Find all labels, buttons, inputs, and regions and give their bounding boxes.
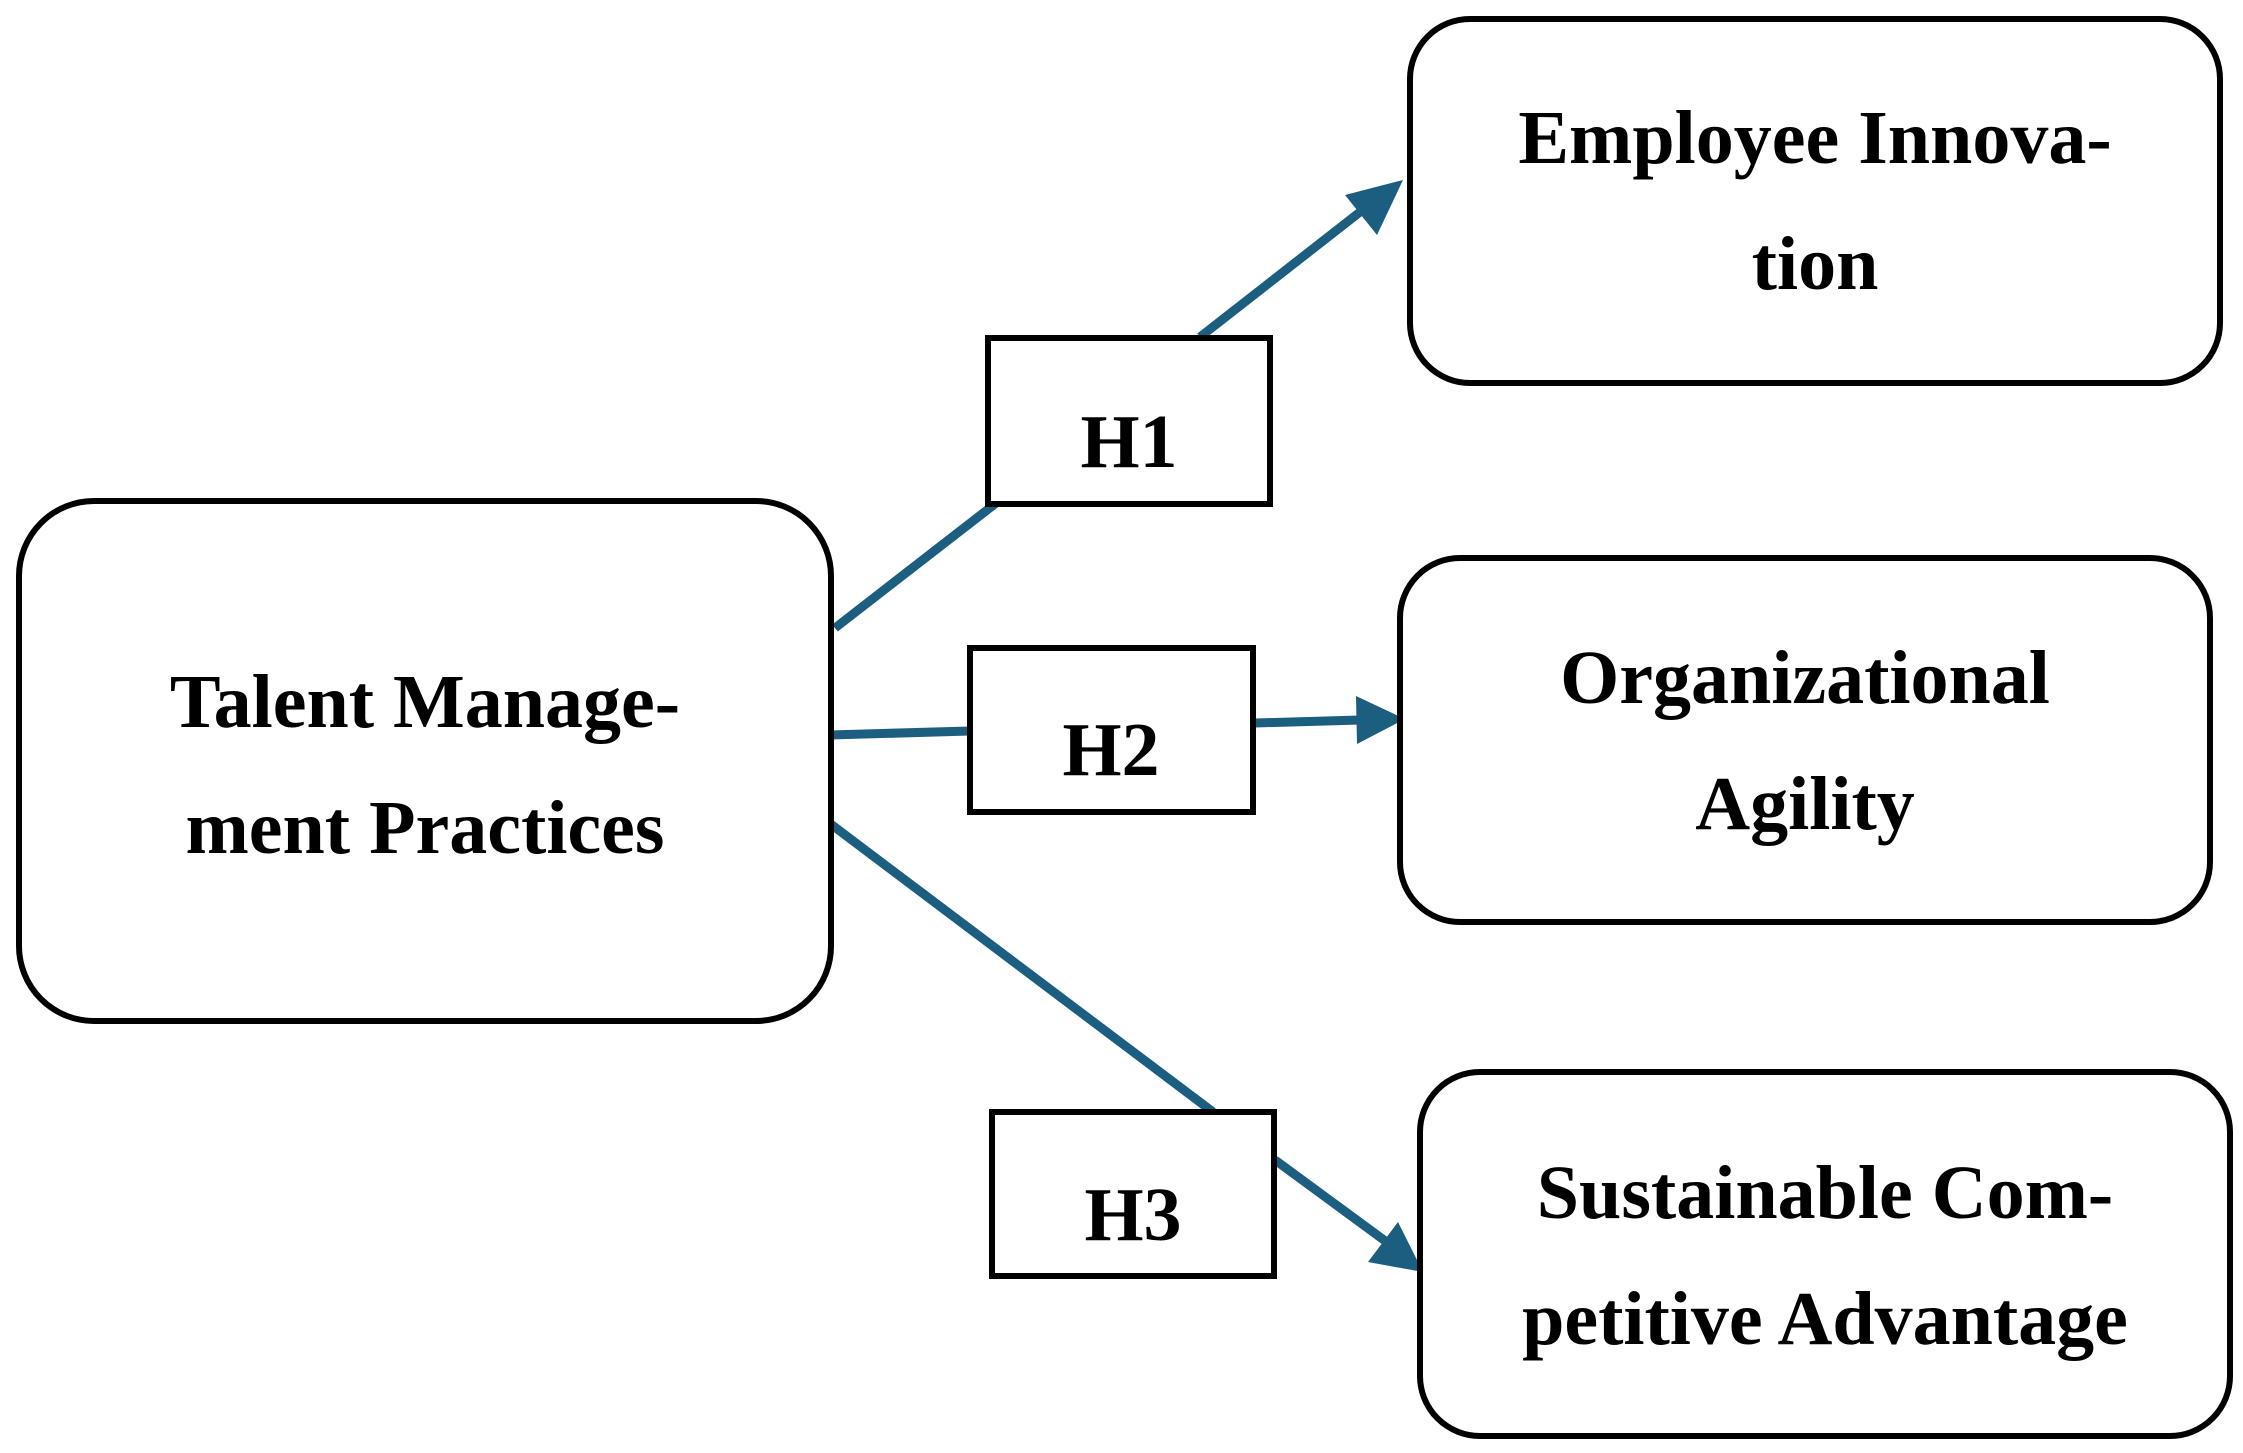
connector-h1-out (1197, 208, 1363, 341)
arrowhead-h1 (1345, 180, 1403, 235)
source-node-box (16, 498, 834, 1024)
hypothesis-h2-box (967, 645, 1256, 815)
target-node-2-label-line-1: Organizational (1560, 636, 2050, 720)
connector-h2-out (1254, 715, 1361, 728)
hypothesis-h1: H1 (985, 335, 1273, 507)
hypothesis-h2: H2 (967, 645, 1256, 815)
source-node-label-line-2: ment Practices (186, 786, 665, 870)
arrowhead-h3 (1368, 1222, 1423, 1272)
source-node-label-line-1: Talent Manage- (170, 660, 680, 744)
hypothesis-h3-box (989, 1109, 1277, 1279)
connector-h2-in (829, 726, 971, 740)
target-node-sustainable-competitive-advantage: Sustainable Com- petitive Advantage (1417, 1069, 2233, 1439)
source-node: Talent Manage- ment Practices (16, 498, 834, 1024)
hypothesis-h1-label: H1 (1080, 400, 1177, 484)
hypothesis-h1-box (985, 335, 1273, 507)
target-node-1-box (1407, 16, 2223, 386)
target-node-2-label-line-2: Agility (1695, 762, 1915, 846)
connector-h3-in (825, 818, 1216, 1116)
hypothesis-h3: H3 (989, 1109, 1277, 1279)
connector-h3-out (1272, 1156, 1391, 1247)
arrowhead-h2 (1356, 696, 1405, 744)
target-node-3-label-line-1: Sustainable Com- (1537, 1151, 2113, 1235)
target-node-employee-innovation: Employee Innova- tion (1407, 16, 2223, 386)
target-node-1-label-line-1: Employee Innova- (1518, 96, 2111, 180)
target-node-organizational-agility: Organizational Agility (1397, 555, 2213, 925)
hypothesis-h2-label: H2 (1062, 708, 1159, 792)
target-node-3-box (1417, 1069, 2233, 1439)
connector-h1-in (832, 496, 1003, 632)
target-node-3-label-line-2: petitive Advantage (1522, 1277, 2128, 1361)
target-node-2-box (1397, 555, 2213, 925)
target-node-1-label-line-2: tion (1752, 222, 1879, 306)
hypothesis-h3-label: H3 (1084, 1173, 1181, 1257)
